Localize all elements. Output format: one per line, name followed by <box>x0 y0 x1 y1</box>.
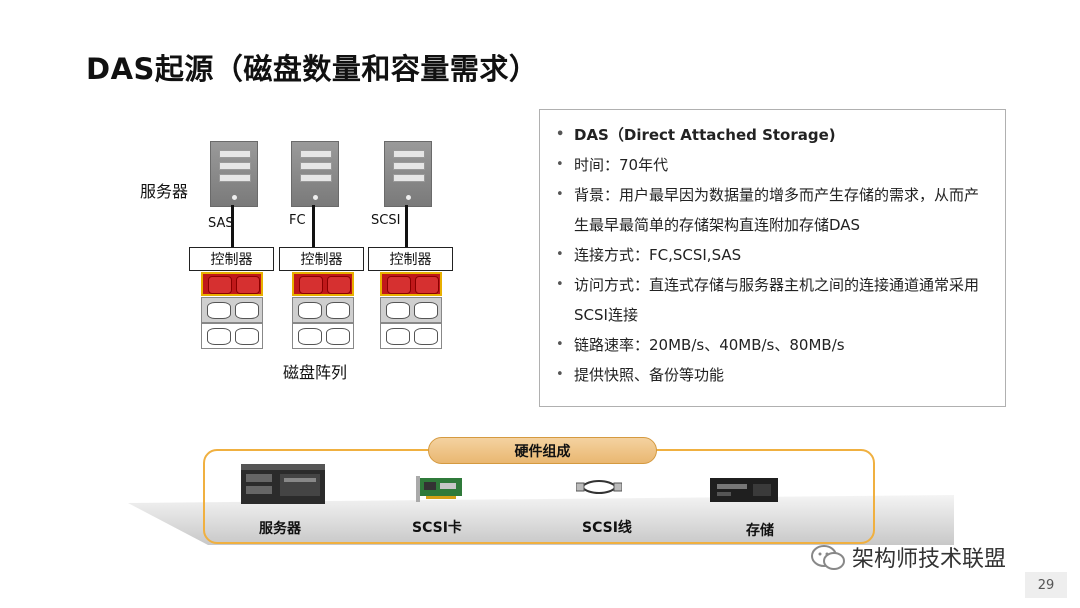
info-item: 提供快照、备份等功能 <box>550 360 991 390</box>
hardware-label: 服务器 <box>259 521 301 537</box>
server-rack-icon <box>241 464 325 504</box>
hardware-label: 存储 <box>746 523 774 539</box>
page-number: 29 <box>1025 572 1067 598</box>
server-icon <box>291 141 339 207</box>
grey-band <box>128 495 954 545</box>
storage-device-icon <box>710 478 778 502</box>
info-item: 背景：用户最早因为数据量的增多而产生存储的需求，从而产生最早最简单的存储架构直连… <box>550 180 991 240</box>
hardware-heading: 硬件组成 <box>428 437 657 464</box>
info-item: 连接方式：FC,SCSI,SAS <box>550 240 991 270</box>
hardware-label: SCSI线 <box>582 520 632 536</box>
hardware-label: SCSI卡 <box>412 520 462 536</box>
brand-watermark: 架构师技术联盟 <box>852 547 1007 572</box>
server-label: 服务器 <box>140 182 189 201</box>
info-item: 时间：70年代 <box>550 150 991 180</box>
controller: 控制器 <box>368 247 453 271</box>
server-icon <box>210 141 258 207</box>
info-item: DAS（Direct Attached Storage) <box>550 120 991 150</box>
disk-array-icon <box>292 272 354 350</box>
scsi-cable-icon <box>576 480 622 494</box>
info-item: 访问方式：直连式存储与服务器主机之间的连接通道通常采用SCSI连接 <box>550 270 991 330</box>
info-item: 链路速率：20MB/s、40MB/s、80MB/s <box>550 330 991 360</box>
info-panel: DAS（Direct Attached Storage) 时间：70年代 背景：… <box>539 109 1006 407</box>
disk-array-icon <box>201 272 263 350</box>
interface-label: SCSI <box>371 213 401 228</box>
scsi-card-icon <box>416 476 462 502</box>
controller: 控制器 <box>279 247 364 271</box>
cable <box>231 205 234 247</box>
cable <box>405 205 408 247</box>
wechat-icon <box>811 545 845 570</box>
controller: 控制器 <box>189 247 274 271</box>
disk-array-label: 磁盘阵列 <box>283 363 348 382</box>
cable <box>312 205 315 247</box>
server-icon <box>384 141 432 207</box>
disk-array-icon <box>380 272 442 350</box>
interface-label: SAS <box>208 216 234 231</box>
interface-label: FC <box>289 213 306 228</box>
page-title: DAS起源（磁盘数量和容量需求） <box>86 52 539 86</box>
